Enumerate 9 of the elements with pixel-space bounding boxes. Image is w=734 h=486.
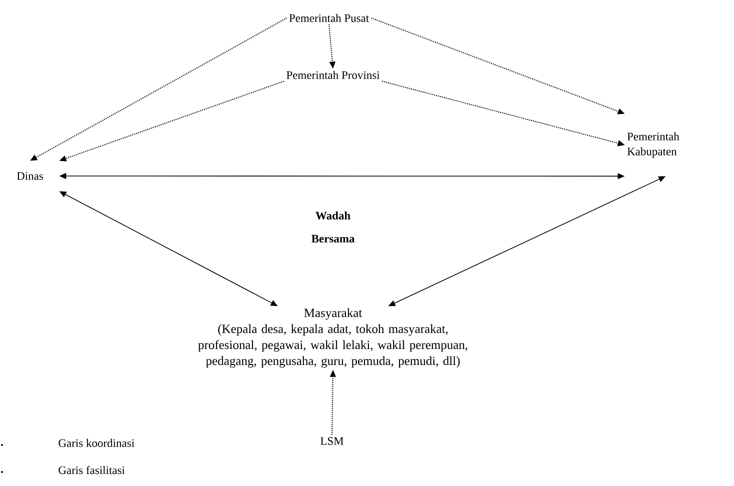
label-text: Pemerintah Kabupaten xyxy=(627,132,680,158)
label-text: Masyarakat (Kepala desa, kepala adat, tokoh masyarakat, profesional, pegawai, wakil lelaki, wakil perempuan, pedagang, pengusaha, guru, pemuda, pemudi, dll) xyxy=(198,308,468,368)
label-text: Pemerintah Provinsi xyxy=(286,70,380,80)
label-text: Pemerintah Pusat xyxy=(289,14,370,22)
label-text: Dinas xyxy=(16,172,43,180)
legend-text: Garis koordinasi xyxy=(58,438,134,448)
legend-text: Garis fasilitasi xyxy=(58,466,125,474)
label-text: LSM xyxy=(320,437,344,445)
label-text: Wadah Bersama xyxy=(311,211,355,243)
